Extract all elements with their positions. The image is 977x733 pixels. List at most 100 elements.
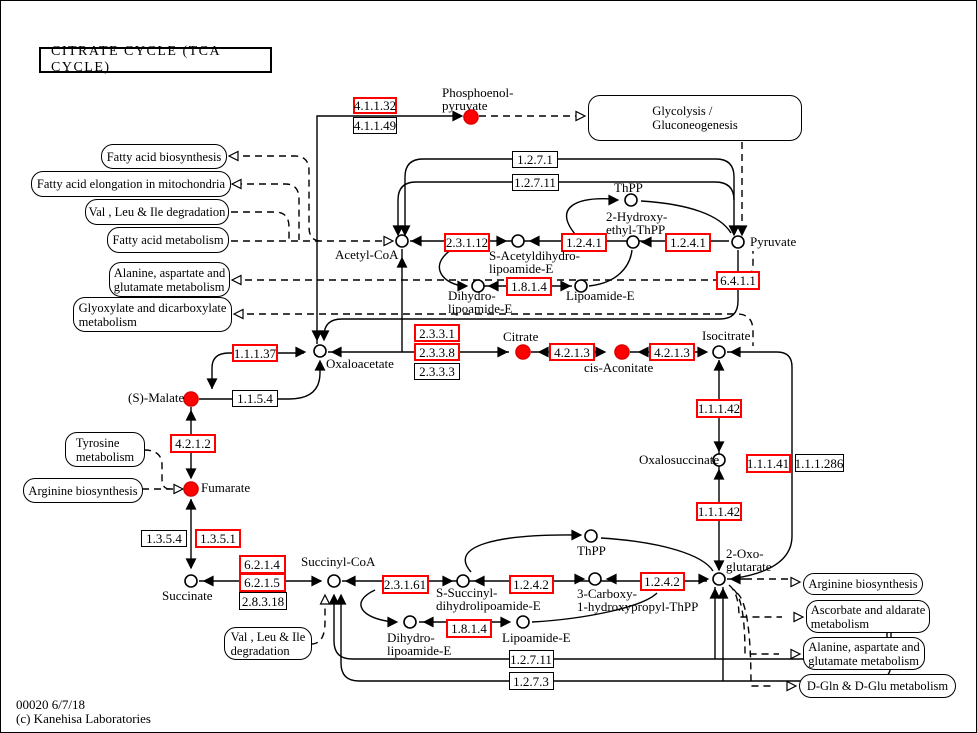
ec-1-2-7-3[interactable]: 1.2.7.3 [508, 672, 554, 690]
compound-pyruvate[interactable] [731, 235, 745, 249]
ec-1-8-1-4-top[interactable]: 1.8.1.4 [506, 276, 552, 296]
ec-1-2-7-11-top[interactable]: 1.2.7.11 [511, 173, 559, 191]
compound-fumarate[interactable] [183, 481, 199, 497]
arrowhead-left [640, 236, 652, 248]
compound-lipoamide-top[interactable] [574, 279, 588, 293]
ec-1-2-7-11-bot[interactable]: 1.2.7.11 [508, 650, 554, 668]
pathway-glycolysis[interactable]: Glycolysis / Gluconeogenesis [588, 95, 802, 141]
ec-4-1-1-49[interactable]: 4.1.1.49 [353, 116, 397, 134]
pathway-arginine-biosynthesis-right[interactable]: Arginine biosynthesis [803, 573, 923, 595]
compound-cis-aconitate[interactable] [614, 344, 630, 360]
pathway-glyoxylate[interactable]: Glyoxylate and dicarboxylate metabolism [73, 297, 232, 332]
label-s-malate: (S)-Malate [128, 390, 185, 405]
open-arrowhead-left [232, 308, 244, 320]
ec-1-3-5-1[interactable]: 1.3.5.1 [195, 528, 241, 548]
ec-1-1-1-37[interactable]: 1.1.1.37 [232, 344, 278, 362]
arrowhead-right [442, 575, 454, 587]
pathway-title: CITRATE CYCLE (TCA CYCLE) [51, 44, 221, 75]
ec-4-2-1-2[interactable]: 4.2.1.2 [170, 433, 216, 453]
ec-4-1-1-32[interactable]: 4.1.1.32 [353, 96, 397, 114]
arrowhead-right [295, 346, 307, 358]
pathway-arginine-biosynthesis-left-label: Arginine biosynthesis [28, 483, 138, 498]
arrowhead-right [698, 573, 710, 585]
compound-dihydrolipoamide-bottom[interactable] [403, 615, 417, 629]
compound-2-oxoglutarate[interactable] [712, 572, 726, 586]
pathway-fatty-acid-biosynthesis-label: Fatty acid biosynthesis [106, 149, 222, 164]
pathway-tyrosine-metabolism[interactable]: Tyrosine metabolism [65, 432, 145, 467]
compound-citrate[interactable] [515, 344, 531, 360]
ec-6-2-1-5[interactable]: 6.2.1.5 [238, 572, 286, 592]
pathway-d-gln-d-glu[interactable]: D-Gln & D-Glu metabolism [799, 674, 956, 698]
edge-oxoglutarate-ascorbate [728, 584, 782, 618]
arrowhead-up [335, 593, 347, 605]
ec-1-1-1-286[interactable]: 1.1.1.286 [794, 454, 844, 472]
ec-2-3-1-61[interactable]: 2.3.1.61 [381, 574, 429, 594]
compound-oxaloacetate[interactable] [313, 344, 327, 358]
pathway-alanine-aspartate-right[interactable]: Alanine, aspartate and glutamate metabol… [803, 637, 925, 670]
pathway-glyoxylate-label: Glyoxylate and dicarboxylate metabolism [78, 300, 227, 329]
pathway-fatty-acid-elongation[interactable]: Fatty acid elongation in mitochondria [31, 171, 231, 197]
compound-s-malate[interactable] [183, 391, 199, 407]
arrowhead-down [185, 468, 197, 480]
pathway-fatty-acid-metabolism[interactable]: Fatty acid metabolism [107, 227, 229, 253]
ec-4-2-1-3-a[interactable]: 4.2.1.3 [549, 343, 595, 361]
edge-lipo-top-left [438, 247, 463, 287]
ec-1-2-4-2-a[interactable]: 1.2.4.2 [508, 574, 554, 594]
ec-1-2-4-2-b[interactable]: 1.2.4.2 [639, 571, 685, 591]
ec-1-2-4-1-b[interactable]: 1.2.4.1 [665, 232, 711, 252]
ec-4-2-1-3-b[interactable]: 4.2.1.3 [649, 343, 695, 361]
arrowhead-down [713, 560, 725, 572]
compound-acetyl-coa[interactable] [395, 234, 409, 248]
ec-1-3-5-4[interactable]: 1.3.5.4 [141, 529, 187, 547]
ec-6-4-1-1[interactable]: 6.4.1.1 [716, 270, 760, 290]
compound-3-carboxy-1-hydroxypropyl-thpp[interactable] [588, 572, 602, 586]
compound-s-succinyl-dihydrolipoamide[interactable] [456, 574, 470, 588]
compound-succinyl-coa[interactable] [327, 574, 341, 588]
ec-6-2-1-4[interactable]: 6.2.1.4 [238, 554, 286, 574]
compound-oxalosuccinate[interactable] [712, 453, 726, 467]
pathway-ascorbate-aldarate[interactable]: Ascorbate and aldarate metabolism [806, 600, 930, 633]
compound-2-hydroxy-ethyl-thpp[interactable] [626, 235, 640, 249]
edge-thpp-top-right [640, 200, 732, 234]
compound-lipoamide-bottom[interactable] [516, 615, 530, 629]
ec-1-2-4-1-a[interactable]: 1.2.4.1 [561, 232, 607, 252]
ec-1-1-1-42-top[interactable]: 1.1.1.42 [696, 398, 742, 418]
open-arrowhead-right [793, 611, 805, 623]
ec-2-3-1-12[interactable]: 2.3.1.12 [444, 232, 490, 252]
compound-thpp-bottom[interactable] [584, 529, 598, 543]
edge-fatty-biosynthesis [231, 155, 322, 242]
ec-1-2-7-1[interactable]: 1.2.7.1 [512, 150, 558, 168]
pathway-val-leu-ile-degradation-bottom[interactable]: Val , Leu & Ile degradation [224, 627, 312, 660]
ec-2-3-3-8[interactable]: 2.3.3.8 [414, 343, 460, 361]
copyright: (c) Kanehisa Laboratories [16, 711, 151, 726]
ec-1-1-1-42-bot[interactable]: 1.1.1.42 [696, 501, 742, 521]
pathway-arginine-biosynthesis-left[interactable]: Arginine biosynthesis [23, 478, 143, 503]
ec-2-8-3-18[interactable]: 2.8.3.18 [239, 592, 287, 610]
pathway-alanine-aspartate-left[interactable]: Alanine, aspartate and glutamate metabol… [109, 262, 230, 297]
ec-2-3-3-3[interactable]: 2.3.3.3 [414, 362, 460, 380]
compound-succinate[interactable] [184, 574, 198, 588]
pathway-fatty-acid-biosynthesis[interactable]: Fatty acid biosynthesis [101, 144, 227, 169]
compound-dihydrolipoamide-top[interactable] [471, 279, 485, 293]
label-s-acetyldihydrolipoamide: S-Acetyldihydro- lipoamide-E [489, 248, 580, 276]
ec-2-3-3-1[interactable]: 2.3.3.1 [414, 324, 460, 342]
arrowhead-left [528, 235, 540, 247]
label-oxalosuccinate: Oxalosuccinate [639, 452, 720, 467]
pathway-d-gln-d-glu-label: D-Gln & D-Glu metabolism [806, 679, 949, 693]
compound-isocitrate[interactable] [712, 345, 726, 359]
ec-1-1-1-41[interactable]: 1.1.1.41 [745, 453, 791, 473]
arrowhead-right [311, 575, 323, 587]
compound-s-acetyldihydrolipoamide[interactable] [511, 234, 525, 248]
compound-thpp-top[interactable] [624, 193, 638, 207]
pathway-val-leu-ile-degradation-top[interactable]: Val , Leu & Ile degradation [85, 199, 229, 225]
edge-fatty-elongation [235, 183, 300, 240]
label-dihydrolipoamide-top: Dihydro- lipoamide-E [448, 288, 513, 316]
ec-1-1-5-4[interactable]: 1.1.5.4 [232, 389, 278, 407]
arrowhead-up [396, 256, 408, 268]
compound-phosphoenolpyruvate[interactable] [463, 109, 479, 125]
arrowhead-down [399, 225, 411, 237]
pathway-ascorbate-aldarate-label: Ascorbate and aldarate metabolism [810, 602, 926, 631]
ec-1-8-1-4-bot[interactable]: 1.8.1.4 [446, 618, 492, 638]
